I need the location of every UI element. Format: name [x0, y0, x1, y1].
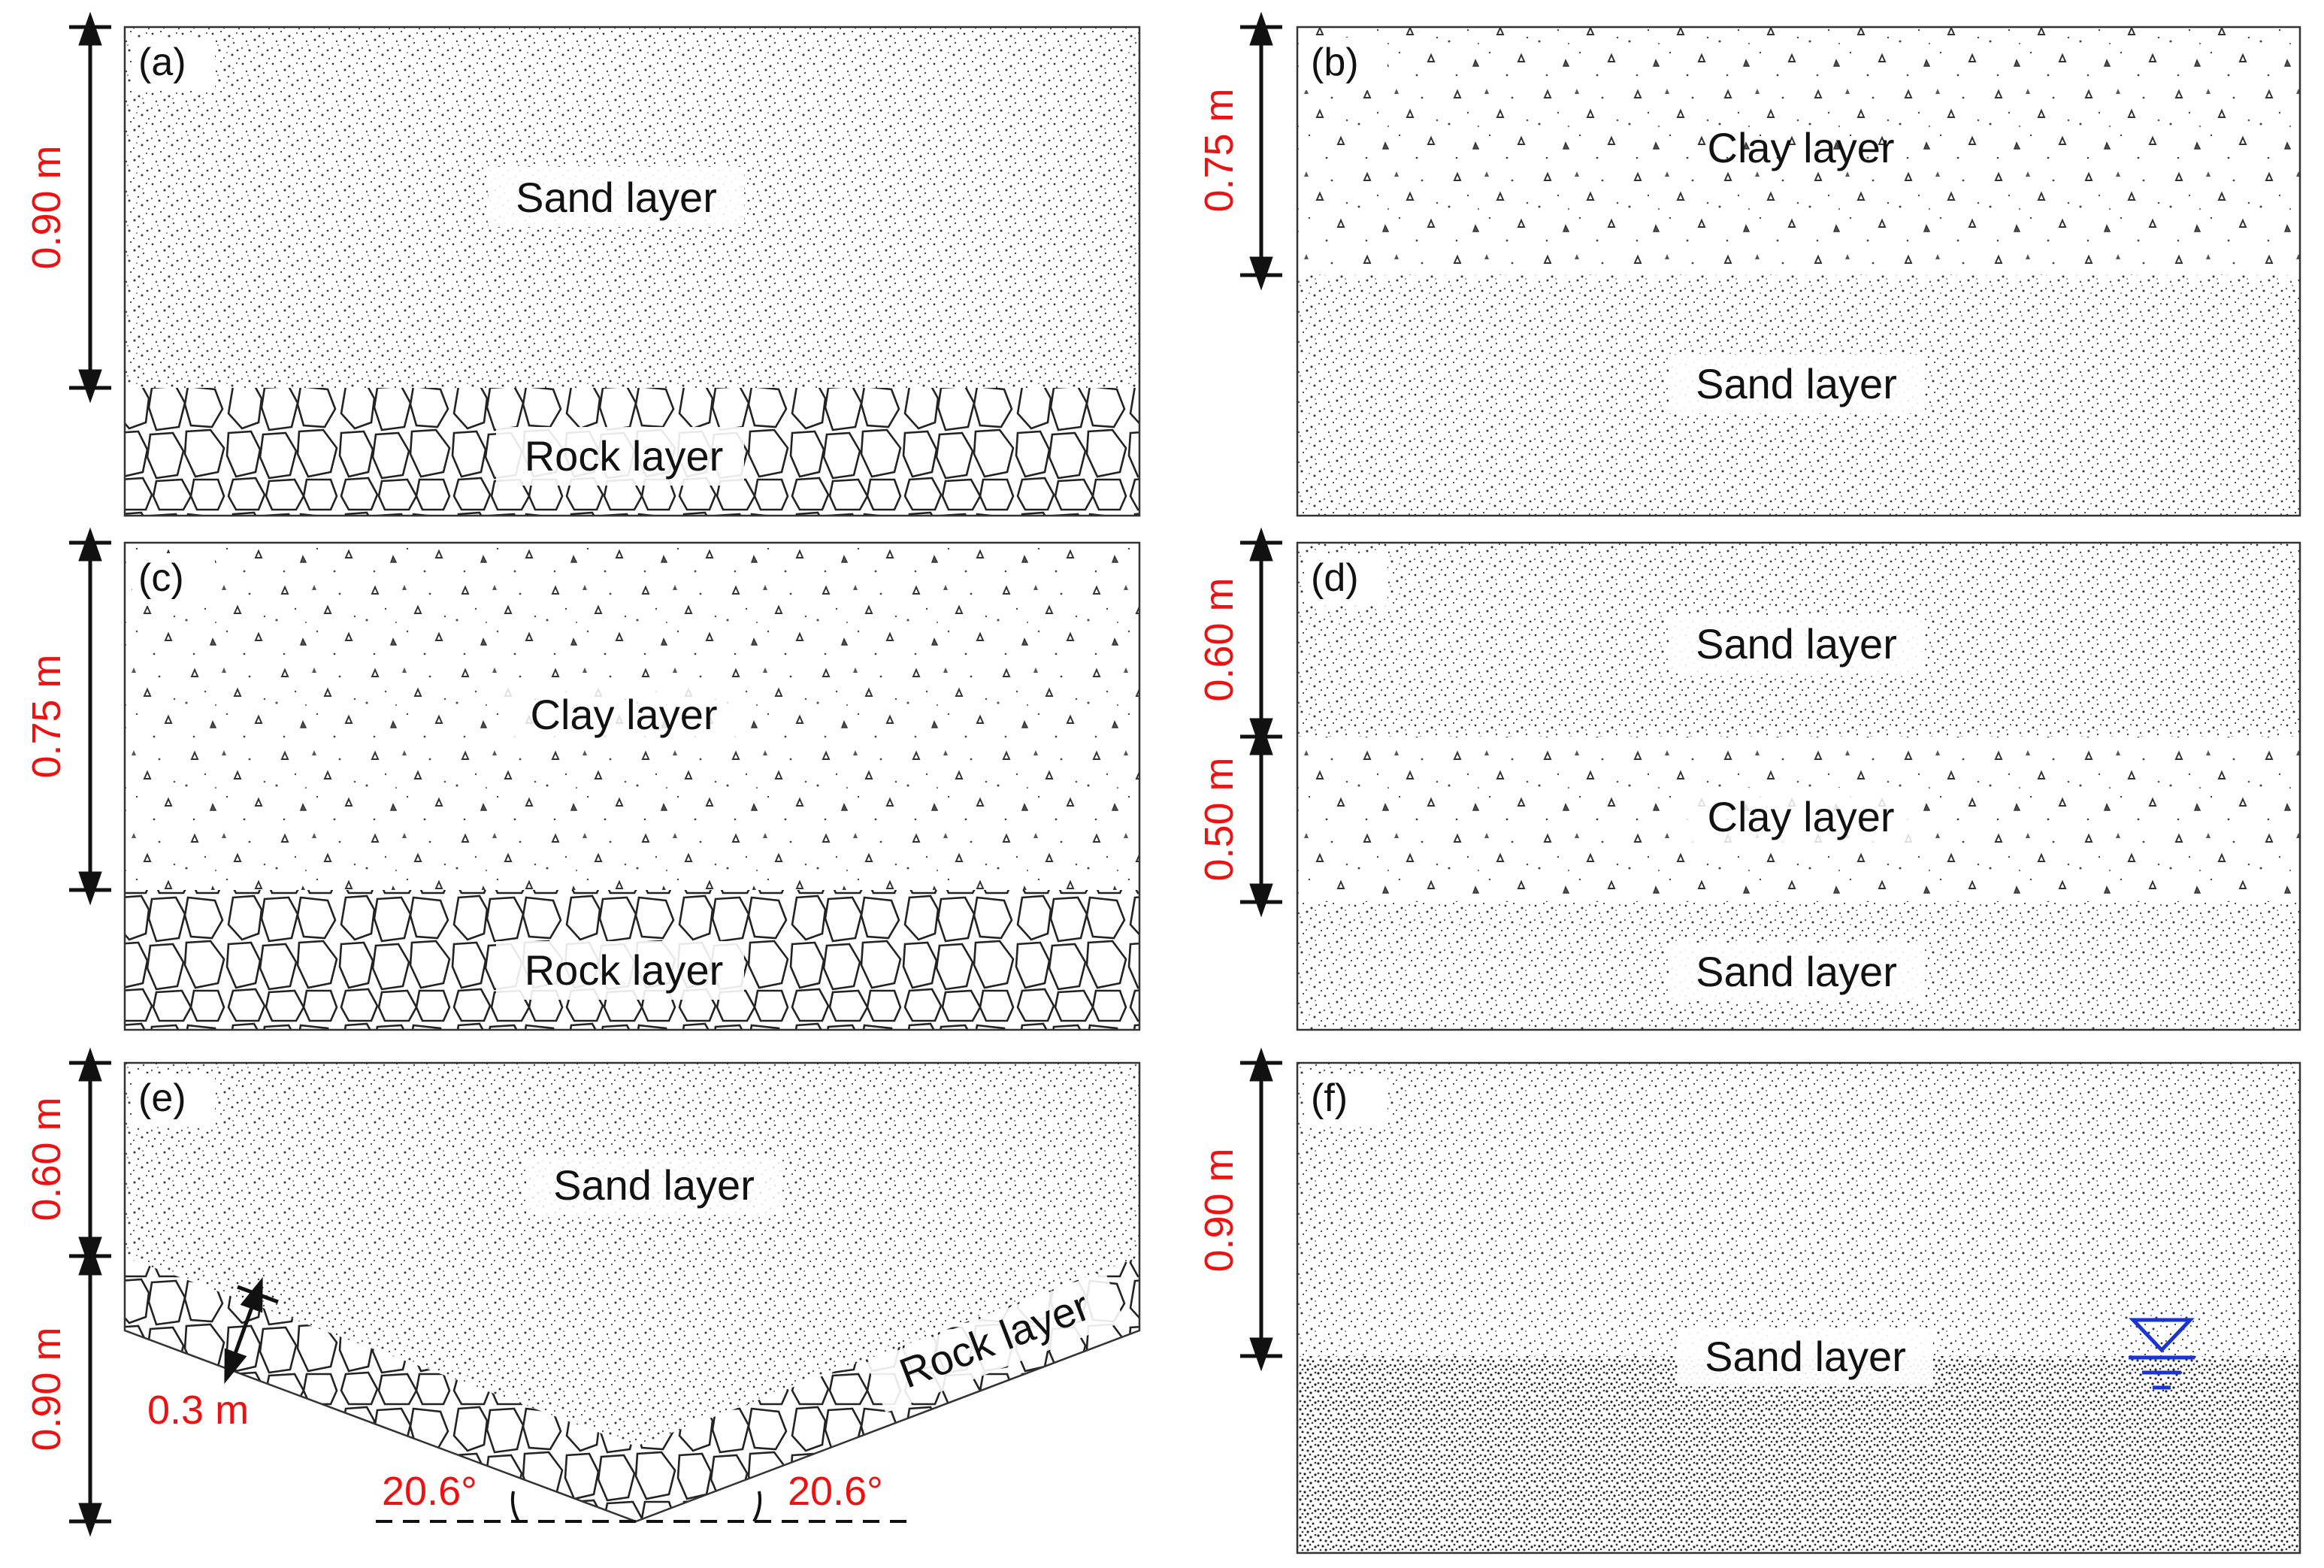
dimension-label: 0.75 m — [1197, 88, 1242, 212]
dimension-label: 0.60 m — [24, 1097, 69, 1221]
panel-tag: (b) — [1311, 41, 1359, 84]
dimension-label: 0.60 m — [1197, 577, 1242, 701]
panel-f: (f) Sand layer 0.90 m — [1197, 1047, 2301, 1554]
dimension-label: 0.50 m — [1197, 757, 1242, 881]
clay-layer-label: Clay layer — [531, 691, 718, 738]
panel-c: (c) Clay layer Rock layer 0.75 m — [24, 527, 1141, 1031]
panel-e: (e) Sand layer Rock layer 0.3 m 20.6° 20… — [24, 1047, 1141, 1537]
angle-arc — [510, 1491, 520, 1523]
clay-layer-fill — [1297, 27, 2300, 275]
clay-layer-label: Clay layer — [1708, 124, 1895, 171]
clay-layer-label: Clay layer — [1708, 793, 1895, 840]
saturated-sand-fill — [1297, 1356, 2300, 1553]
panel-tag: (a) — [138, 41, 186, 84]
panel-tag: (f) — [1311, 1076, 1348, 1120]
sand-layer-label: Sand layer — [1696, 360, 1897, 407]
panel-b: (b) Clay layer Sand layer 0.75 m — [1197, 11, 2301, 517]
panel-tag: (c) — [138, 556, 184, 600]
dimension-label: 0.90 m — [1197, 1148, 1242, 1272]
panel-d: (d) Sand layer Clay layer Sand layer 0.6… — [1197, 527, 2301, 1031]
sand-layer-label: Sand layer — [1705, 1333, 1906, 1380]
dimension-label: 0.90 m — [24, 145, 69, 269]
sand-layer-label: Sand layer — [1696, 948, 1897, 995]
sand-layer-label: Sand layer — [1696, 620, 1897, 667]
sand-layer-label: Sand layer — [553, 1161, 755, 1209]
sand-layer-fill — [1297, 1063, 2300, 1356]
dimension-label: 0.90 m — [24, 1327, 69, 1451]
water-table-icon — [2129, 1318, 2195, 1390]
panel-a: (a) Sand layer Rock layer 0.90 m — [24, 11, 1141, 517]
rock-layer-label: Rock layer — [525, 946, 724, 994]
panel-tag: (d) — [1311, 556, 1359, 600]
rock-layer-label: Rock layer — [525, 432, 724, 480]
angle-right-label: 20.6° — [788, 1469, 883, 1514]
panel-tag: (e) — [138, 1076, 186, 1120]
angle-arc — [752, 1491, 762, 1523]
thickness-arrow — [224, 1276, 263, 1385]
thickness-label: 0.3 m — [147, 1388, 249, 1433]
angle-left-label: 20.6° — [382, 1469, 477, 1514]
sand-layer-label: Sand layer — [516, 174, 717, 221]
dimension-label: 0.75 m — [24, 654, 69, 778]
